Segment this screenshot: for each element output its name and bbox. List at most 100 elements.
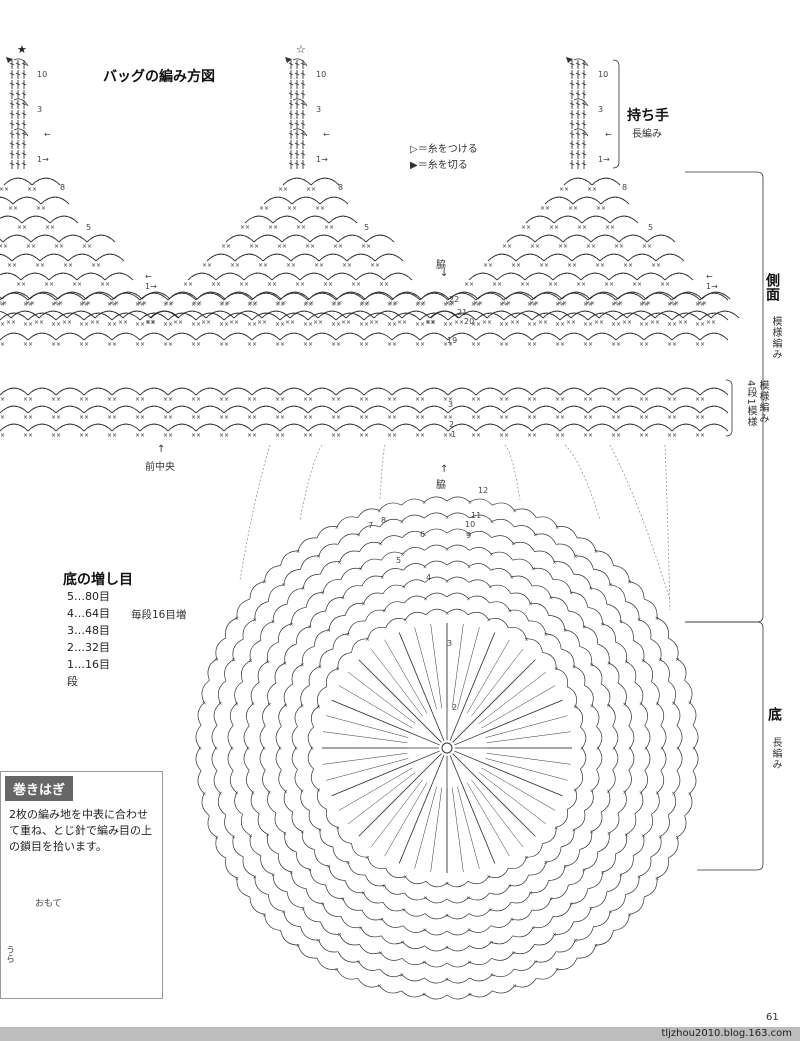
svg-text:×: × [655,701,659,707]
side-row-label: 8 [60,183,66,192]
svg-text:×: × [253,874,257,880]
svg-text:××: ×× [229,319,239,326]
svg-text:×: × [403,618,407,624]
svg-text:××: ×× [660,281,670,288]
svg-text:×: × [589,906,593,912]
svg-text:××: ×× [650,319,660,326]
svg-text:××: ×× [445,300,455,307]
svg-text:×: × [688,701,692,707]
bottom-row-label: 9 [466,531,472,540]
svg-text:××: ×× [51,396,61,403]
svg-text:××: ×× [360,300,370,307]
svg-text:×: × [544,632,548,638]
svg-text:××: ×× [416,300,426,307]
svg-text:×: × [267,790,271,796]
svg-text:×: × [594,549,598,555]
svg-text:×: × [524,637,528,643]
svg-text:××: ×× [499,301,509,308]
svg-text:×: × [445,515,449,521]
svg-text:××: ×× [359,341,369,348]
svg-text:××: ×× [387,341,397,348]
svg-text:×: × [218,791,222,797]
svg-text:×: × [266,660,270,666]
svg-text:××: ×× [27,186,37,193]
svg-text:××: ×× [163,396,173,403]
svg-text:××: ×× [530,243,540,250]
handle-row-label: 1→ [316,155,328,164]
svg-text:×: × [607,831,611,837]
svg-text:××: ×× [695,414,705,421]
svg-text:××: ×× [257,319,267,326]
svg-text:××: ×× [303,301,313,308]
svg-text:××: ×× [163,414,173,421]
svg-text:××: ×× [527,414,537,421]
svg-text:×: × [552,932,556,938]
side-row-label: 20 [464,317,475,326]
svg-text:×: × [316,788,320,794]
bottom-subtitle: 長編み [770,737,781,770]
svg-text:×: × [555,525,559,531]
svg-text:×: × [608,583,612,589]
svg-text:×: × [467,960,471,966]
svg-text:××: ×× [697,300,707,307]
svg-text:××: ×× [63,262,73,269]
svg-text:××: ×× [79,414,89,421]
svg-text:×: × [637,618,641,624]
svg-text:××: ×× [596,205,606,212]
svg-text:××: ×× [219,301,229,308]
increase-row: 5…80目 [67,590,110,603]
svg-text:××: ×× [667,432,677,439]
svg-text:×: × [676,746,680,752]
bottom-seam-label: 脇 [436,480,446,491]
svg-text:×: × [282,583,286,589]
svg-text:××: ×× [277,243,287,250]
svg-text:××: ×× [559,186,569,193]
svg-text:××: ×× [387,396,397,403]
svg-text:××: ×× [595,262,605,269]
svg-text:××: ×× [109,300,119,307]
svg-text:××: ×× [72,281,82,288]
legend-cut: ▶＝糸を切る [410,160,468,171]
svg-text:××: ×× [639,321,649,328]
svg-text:×: × [283,661,287,667]
svg-text:××: ×× [632,281,642,288]
svg-text:××: ×× [275,432,285,439]
handle-row-label: 3 [37,105,43,114]
svg-text:××: ×× [191,414,201,421]
svg-text:××: ×× [81,300,91,307]
svg-text:××: ×× [7,262,17,269]
svg-text:×: × [422,960,426,966]
svg-text:××: ×× [137,300,147,307]
svg-text:××: ×× [91,262,101,269]
svg-text:×: × [589,663,593,669]
side-row-label: ← [145,272,152,281]
handle-title: 持ち手 [627,108,669,124]
svg-text:××: ×× [331,321,341,328]
side-panel-lower-chart: ××××××××××××××××××××××××××××××××××××××××… [0,387,729,439]
svg-text:××: ×× [90,319,100,326]
bottom-circle-chart: ××××××××××××××××××××××××××××××××××××××××… [195,496,699,1000]
svg-text:××: ×× [471,341,481,348]
svg-text:×: × [361,891,365,897]
svg-text:××: ×× [135,301,145,308]
svg-text:××: ×× [287,205,297,212]
svg-text:×: × [445,977,449,983]
svg-text:××: ×× [499,321,509,328]
svg-text:××: ×× [583,414,593,421]
svg-text:××: ×× [53,300,63,307]
svg-text:××: ×× [220,300,230,307]
svg-text:××: ×× [62,319,72,326]
svg-text:×: × [337,560,341,566]
svg-text:××: ×× [415,432,425,439]
svg-text:×: × [401,940,405,946]
bottom-row-label: 2 [452,703,458,712]
svg-text:××: ×× [471,301,481,308]
whipstitch-front-label: おもて [35,899,62,909]
svg-text:×: × [671,791,675,797]
whipstitch-text: 2枚の編み地を中表に合わせて重ね、とじ針で編み目の上の鎖目を拾います。 [9,808,152,853]
svg-text:××: ×× [323,281,333,288]
svg-text:×: × [589,586,593,592]
svg-text:××: ×× [583,321,593,328]
svg-text:×: × [308,867,312,873]
svg-text:××: ×× [183,281,193,288]
